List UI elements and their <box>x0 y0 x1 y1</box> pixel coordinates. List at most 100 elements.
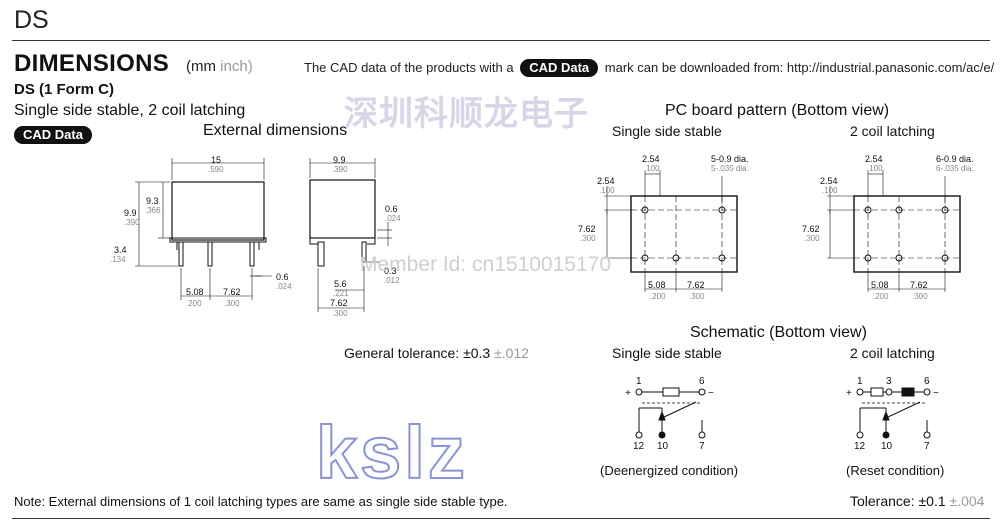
front-pitch-2: 7.62 <box>223 287 241 297</box>
sch-left-pin-7: 7 <box>699 441 705 452</box>
pcb-left-b1-inch: .200 <box>650 292 666 301</box>
front-pitch-2-inch: .300 <box>224 299 240 308</box>
front-total-height-inch: .390 <box>124 218 140 227</box>
pcb-right-label: 2 coil latching <box>850 123 935 139</box>
pcb-right-b2-inch: .300 <box>912 292 928 301</box>
sch-right-pin-6: 6 <box>924 376 930 387</box>
cad-prefix-text: The CAD data of the products with a <box>304 60 514 75</box>
sch-right-plus: + <box>846 388 852 399</box>
front-width-inch: .590 <box>208 165 224 174</box>
schematic-title: Schematic (Bottom view) <box>690 324 867 341</box>
external-dimensions-title: External dimensions <box>203 122 348 139</box>
front-pin-width: 0.6 <box>276 272 289 282</box>
front-body-height-inch: .366 <box>145 206 161 215</box>
footer-rule <box>12 518 990 519</box>
section-heading: DIMENSIONS <box>14 50 170 77</box>
pcb-left-top-inch: .100 <box>644 164 660 173</box>
model-subtitle: Single side stable, 2 coil latching <box>14 102 246 119</box>
side-thickness-1-inch: .024 <box>385 214 401 223</box>
front-pin-length-inch: .134 <box>110 255 126 264</box>
sch-right-pin-12: 12 <box>854 441 866 452</box>
schematic-right-caption: (Reset condition) <box>846 463 945 478</box>
side-thickness-2: 0.3 <box>384 266 397 276</box>
header-rule <box>12 40 990 41</box>
model-title: DS (1 Form C) <box>14 81 115 98</box>
pcb-left-left-inch: .100 <box>599 186 615 195</box>
general-tolerance: General tolerance: ±0.3 ±.012 <box>344 345 529 361</box>
schematic-left-caption: (Deenergized condition) <box>600 463 739 478</box>
front-pitch-1: 5.08 <box>186 287 204 297</box>
units-mm: (mm <box>186 58 216 75</box>
pcb-right-vert: 7.62 <box>802 224 820 234</box>
front-pitch-1-inch: .200 <box>186 299 202 308</box>
front-view-drawing <box>135 158 272 300</box>
pcb-left-top: 2.54 <box>642 154 660 164</box>
pcb-right-left: 2.54 <box>820 176 838 186</box>
sch-left-pin-6: 6 <box>699 376 705 387</box>
pcb-title: PC board pattern (Bottom view) <box>665 102 890 119</box>
pcb-right-b1-inch: .200 <box>873 292 889 301</box>
pcb-left-drawing <box>604 170 738 292</box>
pcb-right-vert-inch: .300 <box>804 234 820 243</box>
pcb-right-drawing <box>827 170 961 292</box>
units-inch: inch) <box>220 58 253 75</box>
front-total-height: 9.9 <box>124 208 137 218</box>
pcb-left-vert-inch: .300 <box>580 234 596 243</box>
cad-data-badge[interactable]: CAD Data <box>14 126 92 144</box>
sch-right-pin-1: 1 <box>857 376 863 387</box>
company-watermark: 深圳科顺龙电子 <box>344 95 589 133</box>
side-thickness-2-inch: .012 <box>384 276 400 285</box>
front-pin-width-inch: .024 <box>276 282 292 291</box>
sch-right-minus: − <box>933 388 939 399</box>
footer-note: Note: External dimensions of 1 coil latc… <box>14 494 508 509</box>
side-offset: 5.6 <box>334 279 347 289</box>
pcb-left-holes: 5-0.9 dia. <box>711 154 749 164</box>
pcb-left-label: Single side stable <box>612 123 722 139</box>
pcb-right-left-inch: .100 <box>822 186 838 195</box>
footer-tolerance: Tolerance: ±0.1 ±.004 <box>850 493 984 509</box>
pcb-left-b2-inch: .300 <box>689 292 705 301</box>
pcb-left-holes-inch: 5-.035 dia. <box>711 164 749 173</box>
schematic-right-label: 2 coil latching <box>850 345 935 361</box>
cad-download-line: The CAD data of the products with a CAD … <box>304 59 994 77</box>
general-tolerance-mm: General tolerance: ±0.3 <box>344 345 491 361</box>
front-body-height: 9.3 <box>146 196 159 206</box>
general-tolerance-inch: ±.012 <box>494 345 530 361</box>
pcb-right-b1: 5.08 <box>871 280 889 290</box>
sch-right-pin-3: 3 <box>886 376 892 387</box>
pcb-right-top: 2.54 <box>865 154 883 164</box>
pcb-right-holes-inch: 6-.035 dia. <box>936 164 974 173</box>
member-id-watermark: Member Id: cn1510015170 <box>360 253 612 276</box>
cad-data-badge-inline[interactable]: CAD Data <box>520 59 599 77</box>
side-thickness-1: 0.6 <box>385 204 398 214</box>
schematic-left-label: Single side stable <box>612 345 722 361</box>
schematic-left-drawing <box>635 387 706 439</box>
sch-right-pin-10: 10 <box>881 441 893 452</box>
footer-tolerance-mm: Tolerance: ±0.1 <box>850 493 946 509</box>
cad-download-url[interactable]: mark can be downloaded from: http://indu… <box>604 60 995 75</box>
side-offset-inch: .221 <box>333 289 349 298</box>
pcb-left-left: 2.54 <box>597 176 615 186</box>
pcb-right-top-inch: .100 <box>867 164 883 173</box>
sch-left-pin-12: 12 <box>633 441 645 452</box>
footer-tolerance-inch: ±.004 <box>949 493 985 509</box>
pcb-right-b2: 7.62 <box>910 280 928 290</box>
logo-watermark: kslz <box>315 410 468 495</box>
pcb-left-vert: 7.62 <box>578 224 596 234</box>
side-width-inch: .390 <box>332 165 348 174</box>
side-view-drawing <box>309 158 392 312</box>
sch-left-minus: − <box>708 388 714 399</box>
pcb-left-b2: 7.62 <box>687 280 705 290</box>
front-pin-length: 3.4 <box>114 245 127 255</box>
side-pitch: 7.62 <box>330 298 348 308</box>
side-width: 9.9 <box>333 155 346 165</box>
pcb-right-holes: 6-0.9 dia. <box>936 154 974 164</box>
side-pitch-inch: .300 <box>332 309 348 318</box>
series-title: DS <box>14 6 49 34</box>
front-width: 15 <box>211 155 221 165</box>
sch-left-pin-10: 10 <box>657 441 669 452</box>
pcb-left-b1: 5.08 <box>648 280 666 290</box>
sch-right-pin-7: 7 <box>924 441 930 452</box>
sch-left-plus: + <box>625 388 631 399</box>
